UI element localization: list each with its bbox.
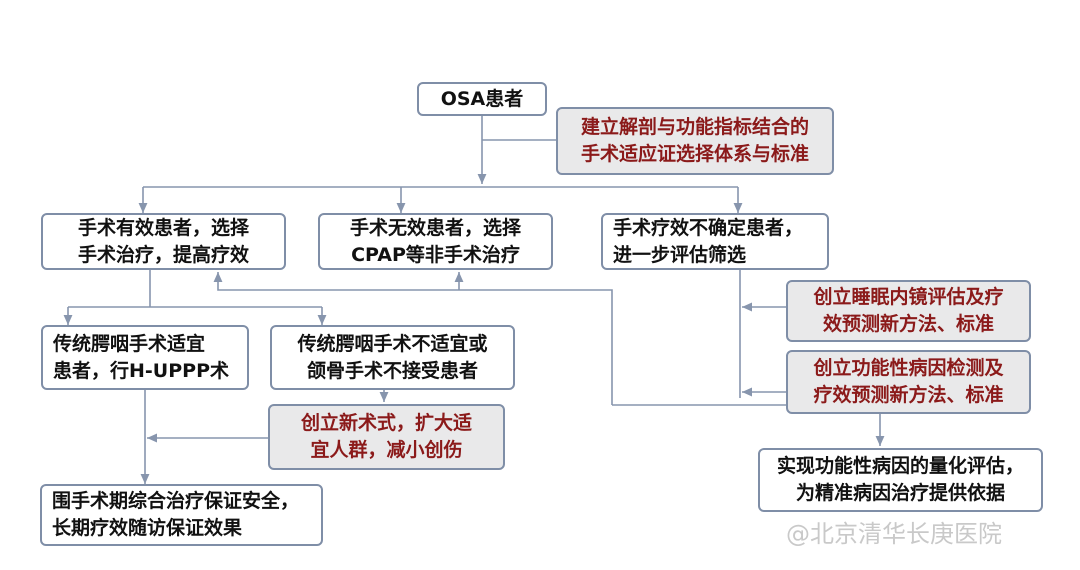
effective-line-2: 手术治疗，提高疗效 — [77, 243, 249, 266]
ineffective-patient-node: 手术无效患者，选择 CPAP等非手术治疗 — [318, 213, 553, 270]
ineffective-line-2: CPAP等非手术治疗 — [351, 243, 520, 266]
functional-line-1: 创立功能性病因检测及 — [813, 357, 1004, 379]
sleep-endoscopy-line-1: 创立睡眠内镜评估及疗 — [813, 286, 1004, 308]
connector-feedback-loop — [213, 272, 613, 405]
effective-line-1: 手术有效患者，选择 — [77, 216, 249, 239]
new-surgery-node: 创立新术式，扩大适 宜人群，减小创伤 — [268, 404, 505, 470]
sleep-endoscopy-node: 创立睡眠内镜评估及疗 效预测新方法、标准 — [786, 280, 1031, 342]
uncertain-line-2: 进一步评估筛选 — [613, 243, 747, 266]
standard-line-1: 建立解剖与功能指标结合的 — [580, 116, 809, 138]
perioperative-node: 围手术期综合治疗保证安全， 长期疗效随访保证效果 — [40, 484, 323, 546]
traditional-not-line-1: 传统腭咽手术不适宜或 — [297, 332, 488, 355]
perioperative-line-1: 围手术期综合治疗保证安全， — [52, 490, 300, 512]
traditional-ok-line-1: 传统腭咽手术适宜 — [53, 332, 206, 355]
uncertain-line-1: 手术疗效不确定患者， — [613, 216, 804, 239]
hospital-watermark: @北京清华长庚医院 — [786, 520, 1002, 548]
osa-patient-node: OSA患者 — [417, 82, 547, 116]
quantify-node: 实现功能性病因的量化评估， 为精准病因治疗提供依据 — [758, 448, 1043, 512]
uncertain-patient-node: 手术疗效不确定患者， 进一步评估筛选 — [601, 213, 829, 270]
traditional-unsuitable-node: 传统腭咽手术不适宜或 颌骨手术不接受患者 — [270, 325, 515, 390]
traditional-not-line-2: 颌骨手术不接受患者 — [306, 359, 478, 382]
perioperative-line-2: 长期疗效随访保证效果 — [52, 517, 243, 539]
quantify-line-2: 为精准病因治疗提供依据 — [795, 482, 1005, 504]
traditional-suitable-node: 传统腭咽手术适宜 患者，行H-UPPP术 — [41, 325, 249, 390]
standard-line-2: 手术适应证选择体系与标准 — [580, 143, 809, 165]
functional-line-2: 疗效预测新方法、标准 — [813, 384, 1004, 406]
effective-patient-node: 手术有效患者，选择 手术治疗，提高疗效 — [41, 213, 286, 270]
sleep-endoscopy-line-2: 效预测新方法、标准 — [822, 313, 994, 335]
ineffective-line-1: 手术无效患者，选择 — [349, 216, 521, 239]
standard-system-node: 建立解剖与功能指标结合的 手术适应证选择体系与标准 — [556, 107, 834, 175]
functional-cause-node: 创立功能性病因检测及 疗效预测新方法、标准 — [786, 350, 1031, 414]
new-surgery-line-1: 创立新术式，扩大适 — [300, 412, 472, 434]
quantify-line-1: 实现功能性病因的量化评估， — [776, 455, 1024, 477]
new-surgery-line-2: 宜人群，减小创伤 — [310, 439, 463, 461]
osa-line-1: OSA患者 — [440, 87, 524, 110]
traditional-ok-line-2: 患者，行H-UPPP术 — [53, 359, 229, 382]
